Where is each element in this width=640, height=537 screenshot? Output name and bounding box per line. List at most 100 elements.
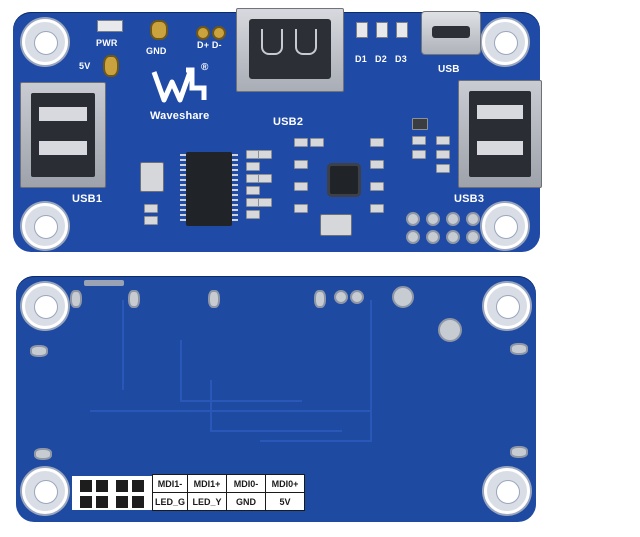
pcb-trace bbox=[210, 380, 342, 432]
usb2-label: USB2 bbox=[273, 116, 304, 128]
via-pad bbox=[30, 345, 48, 357]
usb-hub-ic bbox=[180, 152, 238, 226]
pin-label-5v: 5V bbox=[265, 492, 305, 511]
gnd-label: GND bbox=[146, 46, 167, 56]
mounting-hole-bottom-right-back bbox=[484, 468, 530, 514]
header-pin bbox=[116, 480, 128, 492]
pin-label-mdi1-plus: MDI1+ bbox=[187, 474, 227, 493]
d-minus-pad bbox=[212, 26, 226, 40]
solder-pad bbox=[438, 318, 462, 342]
smd-resistor bbox=[436, 136, 450, 145]
pin-label-mdi0-minus: MDI0- bbox=[226, 474, 266, 493]
smd-resistor bbox=[436, 164, 450, 173]
d1-label: D1 bbox=[355, 54, 367, 64]
d1-led bbox=[356, 22, 368, 38]
smd-resistor bbox=[412, 150, 426, 159]
pcb-trace bbox=[90, 410, 370, 452]
mounting-hole-bottom-left-back bbox=[22, 468, 68, 514]
smd-resistor bbox=[258, 198, 272, 207]
header-pin bbox=[96, 496, 108, 508]
header-pad bbox=[466, 230, 480, 244]
usb3-label: USB3 bbox=[454, 193, 485, 205]
via-pad bbox=[314, 290, 326, 308]
smd-capacitor bbox=[144, 216, 158, 225]
mounting-hole-bottom-left bbox=[22, 203, 68, 249]
via-pad bbox=[70, 290, 82, 308]
smd-resistor bbox=[310, 138, 324, 147]
via-pad bbox=[34, 448, 52, 460]
pin-label-row: LED_G LED_Y GND 5V bbox=[152, 492, 305, 511]
header-pad bbox=[446, 230, 460, 244]
smd-resistor bbox=[258, 150, 272, 159]
pin-label-led-y: LED_Y bbox=[187, 492, 227, 511]
usb1-label: USB1 bbox=[72, 193, 103, 205]
smd-resistor bbox=[436, 150, 450, 159]
pin-label-row: MDI1- MDI1+ MDI0- MDI0+ bbox=[152, 474, 305, 493]
header-pin bbox=[132, 480, 144, 492]
mounting-hole-bottom-right bbox=[482, 203, 528, 249]
pin-header-block bbox=[72, 476, 152, 510]
smd-resistor bbox=[294, 160, 308, 169]
micro-usb-footprint bbox=[84, 280, 124, 286]
five-v-pad bbox=[103, 55, 119, 77]
pin-label-gnd: GND bbox=[226, 492, 266, 511]
header-pad bbox=[406, 212, 420, 226]
pcb-trace bbox=[180, 340, 302, 402]
via-pad bbox=[208, 290, 220, 308]
mounting-hole-top-right-back bbox=[484, 283, 530, 329]
header-pin bbox=[132, 496, 144, 508]
pin-label-mdi1-minus: MDI1- bbox=[152, 474, 188, 493]
gnd-pad bbox=[150, 20, 168, 40]
pcb-trace bbox=[120, 300, 124, 390]
pin-label-table: MDI1- MDI1+ MDI0- MDI0+ LED_G LED_Y GND … bbox=[152, 474, 305, 511]
header-pin bbox=[96, 480, 108, 492]
usb3-port bbox=[458, 80, 542, 188]
header-pad bbox=[406, 230, 420, 244]
pwr-led bbox=[97, 20, 123, 32]
d-plus-pad bbox=[196, 26, 210, 40]
usb1-port bbox=[20, 82, 106, 188]
pwr-label: PWR bbox=[96, 38, 118, 48]
d-plus-minus-label: D+ D- bbox=[197, 40, 222, 50]
pcb-trace bbox=[260, 300, 372, 442]
mounting-hole-top-left bbox=[22, 19, 68, 65]
mounting-hole-top-left-back bbox=[22, 283, 68, 329]
waveshare-logo bbox=[150, 64, 210, 106]
d2-led bbox=[376, 22, 388, 38]
header-pad bbox=[426, 212, 440, 226]
mounting-hole-top-right bbox=[482, 19, 528, 65]
crystal-component-2 bbox=[320, 214, 352, 236]
solder-pad bbox=[392, 286, 414, 308]
smd-resistor bbox=[370, 160, 384, 169]
smd-resistor bbox=[246, 162, 260, 171]
five-v-label: 5V bbox=[79, 61, 91, 71]
via-pad bbox=[510, 446, 528, 458]
smd-resistor bbox=[370, 182, 384, 191]
pin-label-mdi0-plus: MDI0+ bbox=[265, 474, 305, 493]
smd-capacitor bbox=[144, 204, 158, 213]
header-pad bbox=[426, 230, 440, 244]
smd-resistor bbox=[246, 186, 260, 195]
crystal-component bbox=[140, 162, 164, 192]
header-pin bbox=[80, 480, 92, 492]
via-pad bbox=[350, 290, 364, 304]
smd-resistor bbox=[246, 210, 260, 219]
usb2-port bbox=[236, 8, 344, 92]
d3-label: D3 bbox=[395, 54, 407, 64]
usb-label: USB bbox=[438, 64, 460, 75]
header-pin bbox=[116, 496, 128, 508]
smd-resistor bbox=[294, 182, 308, 191]
via-pad bbox=[510, 343, 528, 355]
ethernet-ic bbox=[330, 166, 358, 194]
header-pad bbox=[446, 212, 460, 226]
pin-label-led-g: LED_G bbox=[152, 492, 188, 511]
smd-resistor bbox=[412, 136, 426, 145]
header-pin bbox=[80, 496, 92, 508]
smd-resistor bbox=[370, 204, 384, 213]
d2-label: D2 bbox=[375, 54, 387, 64]
via-pad bbox=[128, 290, 140, 308]
micro-usb-port bbox=[421, 11, 481, 55]
d3-led bbox=[396, 22, 408, 38]
header-pad bbox=[466, 212, 480, 226]
smd-resistor bbox=[294, 204, 308, 213]
